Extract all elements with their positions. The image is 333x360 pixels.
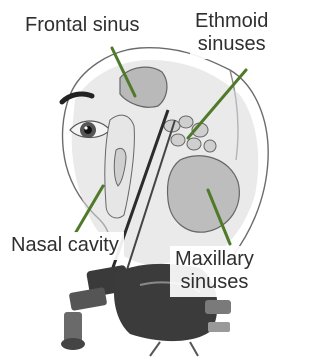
maxillary-label-line-1: Maxillary bbox=[175, 248, 254, 271]
maxillary-sinuses-label: Maxillary sinuses bbox=[170, 246, 259, 297]
ethmoid-label-line-1: Ethmoid bbox=[195, 10, 268, 33]
nasal-cavity-label: Nasal cavity bbox=[6, 232, 124, 260]
ethmoid-sinuses-label: Ethmoid sinuses bbox=[190, 8, 273, 59]
ethmoid-label-line-2: sinuses bbox=[195, 33, 268, 56]
frontal-sinus-label: Frontal sinus bbox=[20, 12, 145, 40]
maxillary-label-line-2: sinuses bbox=[175, 271, 254, 294]
maxillary-sinus-cavity bbox=[168, 156, 240, 232]
